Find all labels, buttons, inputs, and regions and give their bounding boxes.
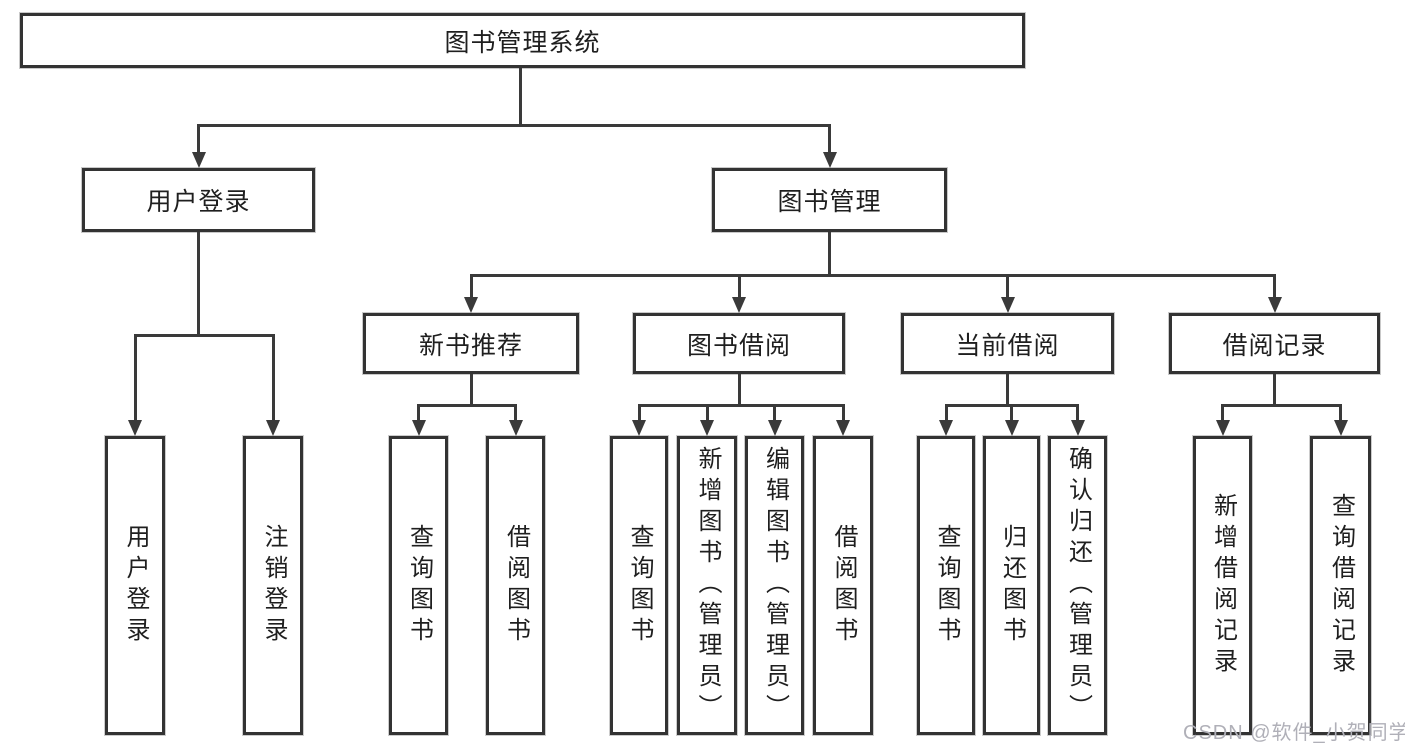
edge-line [944, 404, 948, 422]
leaf-user-login-label: 用户登录 [122, 523, 149, 648]
arrow-down-icon [191, 152, 206, 168]
node-current-borrow-label: 当前借阅 [955, 331, 1060, 360]
edge-line [773, 404, 776, 422]
edge-line [841, 404, 845, 422]
leaf-return-book-label: 归还图书 [998, 523, 1026, 648]
arrow-down-icon [508, 420, 523, 436]
edge-line [197, 124, 200, 154]
leaf-borrow-book-label: 借阅图书 [830, 523, 857, 648]
arrow-down-icon [767, 420, 782, 436]
arrow-down-icon [1215, 420, 1230, 436]
edge-line [197, 124, 831, 127]
leaf-add-borrow-record-label: 新增借阅记录 [1209, 492, 1237, 679]
edge-line [1076, 404, 1079, 422]
leaf-borrow-query-book-label: 查询图书 [626, 523, 653, 648]
arrow-down-icon [464, 297, 478, 313]
leaf-current-query-book: 查询图书 [917, 436, 975, 735]
leaf-logout: 注销登录 [243, 436, 303, 735]
edge-line [637, 404, 845, 407]
leaf-current-query-book-label: 查询图书 [933, 523, 960, 648]
node-current-borrow: 当前借阅 [901, 313, 1114, 374]
node-user-login: 用户登录 [82, 168, 315, 232]
edge-line [1273, 274, 1276, 299]
leaf-user-login: 用户登录 [105, 436, 165, 735]
watermark: CSDN @软件_小贺同学 [1183, 722, 1405, 744]
arrow-down-icon [822, 152, 837, 168]
leaf-query-borrow-record-label: 查询借阅记录 [1327, 492, 1355, 679]
leaf-recommend-query-book: 查询图书 [389, 436, 448, 735]
arrow-down-icon [128, 420, 142, 436]
leaf-recommend-query-book-label: 查询图书 [405, 523, 433, 648]
edge-line [1221, 404, 1341, 407]
edge-line [133, 334, 275, 337]
arrow-down-icon [939, 420, 953, 436]
edge-line [737, 274, 741, 299]
arrow-down-icon [1070, 420, 1085, 436]
edge-line [828, 124, 831, 154]
arrow-down-icon [836, 420, 850, 436]
edge-line [469, 274, 1276, 277]
edge-line [737, 374, 741, 406]
node-root: 图书管理系统 [20, 13, 1025, 68]
arrow-down-icon [1004, 420, 1019, 436]
edge-line [271, 334, 275, 422]
leaf-add-borrow-record: 新增借阅记录 [1193, 436, 1252, 735]
arrow-down-icon [411, 420, 426, 436]
node-book-management-label: 图书管理 [777, 188, 882, 216]
edge-line [1006, 374, 1009, 406]
leaf-confirm-return-admin-label: 确认归还（管理员） [1064, 446, 1092, 725]
arrow-down-icon [1333, 420, 1348, 436]
node-book-borrow-label: 图书借阅 [686, 331, 791, 360]
leaf-add-book-admin-label: 新增图书（管理员） [694, 446, 721, 725]
edge-line [637, 404, 641, 422]
arrow-down-icon [1000, 297, 1015, 313]
leaf-return-book: 归还图书 [983, 436, 1040, 735]
edge-line [197, 232, 200, 335]
node-root-label: 图书管理系统 [444, 28, 601, 57]
edge-line [1273, 374, 1276, 406]
node-new-book-recommend-label: 新书推荐 [418, 331, 523, 360]
edge-line [1010, 404, 1013, 422]
leaf-logout-label: 注销登录 [260, 523, 287, 648]
edge-line [417, 404, 517, 407]
leaf-borrow-book: 借阅图书 [813, 436, 873, 735]
leaf-edit-book-admin: 编辑图书（管理员） [745, 436, 804, 735]
node-user-login-label: 用户登录 [146, 188, 251, 216]
arrow-down-icon [1267, 297, 1282, 313]
edge-line [514, 404, 517, 422]
edge-line [518, 68, 522, 126]
leaf-add-book-admin: 新增图书（管理员） [677, 436, 737, 735]
edge-line [1006, 274, 1009, 299]
arrow-down-icon [732, 297, 746, 313]
arrow-down-icon [632, 420, 646, 436]
leaf-recommend-borrow-book: 借阅图书 [486, 436, 545, 735]
leaf-confirm-return-admin: 确认归还（管理员） [1048, 436, 1107, 735]
arrow-down-icon [700, 420, 714, 436]
edge-line [469, 274, 473, 299]
leaf-edit-book-admin-label: 编辑图书（管理员） [761, 446, 789, 725]
arrow-down-icon [266, 420, 280, 436]
leaf-recommend-borrow-book-label: 借阅图书 [502, 523, 530, 648]
edge-line [133, 334, 137, 422]
edge-line [469, 374, 473, 406]
leaf-borrow-query-book: 查询图书 [610, 436, 668, 735]
edge-line [1221, 404, 1224, 422]
node-book-borrow: 图书借阅 [633, 313, 845, 374]
edge-line [1339, 404, 1342, 422]
node-book-management: 图书管理 [712, 168, 947, 232]
edge-line [705, 404, 709, 422]
node-borrow-records: 借阅记录 [1169, 313, 1380, 374]
node-borrow-records-label: 借阅记录 [1222, 331, 1327, 360]
edge-line [828, 232, 831, 276]
edge-line [417, 404, 420, 422]
leaf-query-borrow-record: 查询借阅记录 [1310, 436, 1371, 735]
node-new-book-recommend: 新书推荐 [363, 313, 579, 374]
